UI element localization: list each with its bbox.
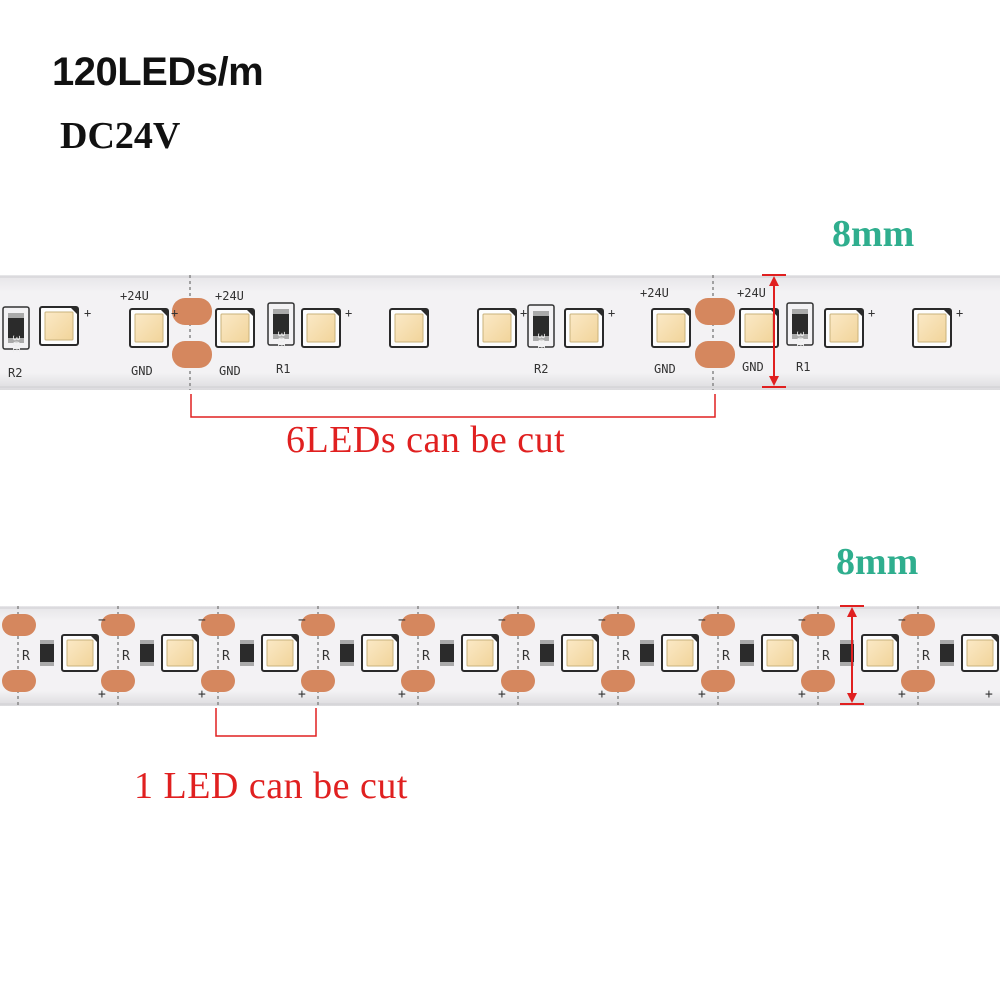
resistor (40, 640, 54, 666)
resistor-r-label: R (422, 649, 430, 664)
led-chip (361, 634, 399, 672)
plus-24v-label: +24U (640, 286, 669, 300)
led-chip (661, 634, 699, 672)
minus-label: − (498, 613, 506, 628)
plus-label: + (345, 306, 352, 320)
minus-label: − (898, 613, 906, 628)
resistor (940, 640, 954, 666)
width-dimension-arrow (762, 274, 786, 388)
plus-label: + (985, 687, 993, 702)
resistor (740, 640, 754, 666)
r2-label: R2 (8, 366, 22, 380)
led-chip (861, 634, 899, 672)
plus-label: + (898, 687, 906, 702)
plus-label: + (98, 687, 106, 702)
resistor-r-label: R (122, 649, 130, 664)
bottom-cut-bracket (215, 708, 317, 737)
resistor-r-label: R (622, 649, 630, 664)
bottom-cut-label: 1 LED can be cut (134, 765, 408, 807)
led-chip (651, 308, 691, 348)
r1-label: R1 (276, 362, 290, 376)
gnd-label: GND (654, 362, 676, 376)
resistor (540, 640, 554, 666)
top-strip-width-label: 8mm (832, 213, 915, 255)
led-chip (215, 308, 255, 348)
led-chip (477, 308, 517, 348)
resistor (640, 640, 654, 666)
bottom-strip-width-label: 8mm (836, 541, 919, 583)
resistor-r-label: R (222, 649, 230, 664)
minus-label: − (398, 613, 406, 628)
resistor-r-label: R (22, 649, 30, 664)
resistor-r-label: R (822, 649, 830, 664)
plus-label: + (398, 687, 406, 702)
led-chip (739, 308, 779, 348)
plus-label: + (520, 306, 527, 320)
led-chip (39, 306, 79, 346)
resistor-code: 30E (10, 335, 21, 353)
width-dimension-arrow (840, 605, 864, 705)
plus-label: + (698, 687, 706, 702)
gnd-label: GND (131, 364, 153, 378)
resistor-r-label: R (922, 649, 930, 664)
led-chip (912, 308, 952, 348)
r1-label: R1 (796, 360, 810, 374)
top-cut-label: 6LEDs can be cut (286, 419, 566, 461)
voltage-label: DC24V (60, 115, 181, 157)
copper-pad (172, 341, 212, 368)
led-chip (824, 308, 864, 348)
resistor-r-label: R (722, 649, 730, 664)
led-chip (161, 634, 199, 672)
led-chip (129, 308, 169, 348)
bottom-led-strip: R R R R R R R R R R + + + + + + + + + + … (0, 605, 1000, 706)
top-cut-bracket (190, 394, 716, 418)
plus-label: + (498, 687, 506, 702)
plus-label: + (171, 306, 178, 320)
resistor-code: 30E (275, 331, 286, 349)
led-chip (389, 308, 429, 348)
plus-24v-label: +24U (215, 289, 244, 303)
plus-label: + (198, 687, 206, 702)
resistor (240, 640, 254, 666)
plus-label: + (798, 687, 806, 702)
led-chip (61, 634, 99, 672)
minus-label: − (798, 613, 806, 628)
plus-label: + (298, 687, 306, 702)
minus-label: − (298, 613, 306, 628)
gnd-label: GND (742, 360, 764, 374)
resistor (140, 640, 154, 666)
resistor-code: 30E (535, 333, 546, 351)
resistor-r-label: R (322, 649, 330, 664)
minus-label: − (98, 613, 106, 628)
copper-pad (695, 341, 735, 368)
led-chip (761, 634, 799, 672)
plus-label: + (956, 306, 963, 320)
led-chip (961, 634, 999, 672)
resistor (440, 640, 454, 666)
copper-pads (2, 614, 935, 692)
led-chip (261, 634, 299, 672)
plus-label: + (608, 306, 615, 320)
led-chip (301, 308, 341, 348)
resistor (340, 640, 354, 666)
gnd-label: GND (219, 364, 241, 378)
resistor-code: 30E (794, 331, 805, 349)
r2-label: R2 (534, 362, 548, 376)
led-chip (564, 308, 604, 348)
led-density-title: 120LEDs/m (52, 50, 264, 94)
minus-label: − (198, 613, 206, 628)
copper-pad (695, 298, 735, 325)
plus-24v-label: +24U (737, 286, 766, 300)
minus-label: − (598, 613, 606, 628)
plus-label: + (598, 687, 606, 702)
minus-label: − (698, 613, 706, 628)
resistor-r-label: R (522, 649, 530, 664)
plus-24v-label: +24U (120, 289, 149, 303)
top-led-strip: +24U +24U +24U +24U GND GND GND GND R2 R… (0, 274, 1000, 390)
plus-label: + (84, 306, 91, 320)
led-chip (461, 634, 499, 672)
plus-label: + (868, 306, 875, 320)
copper-pad (172, 298, 212, 325)
led-chip (561, 634, 599, 672)
